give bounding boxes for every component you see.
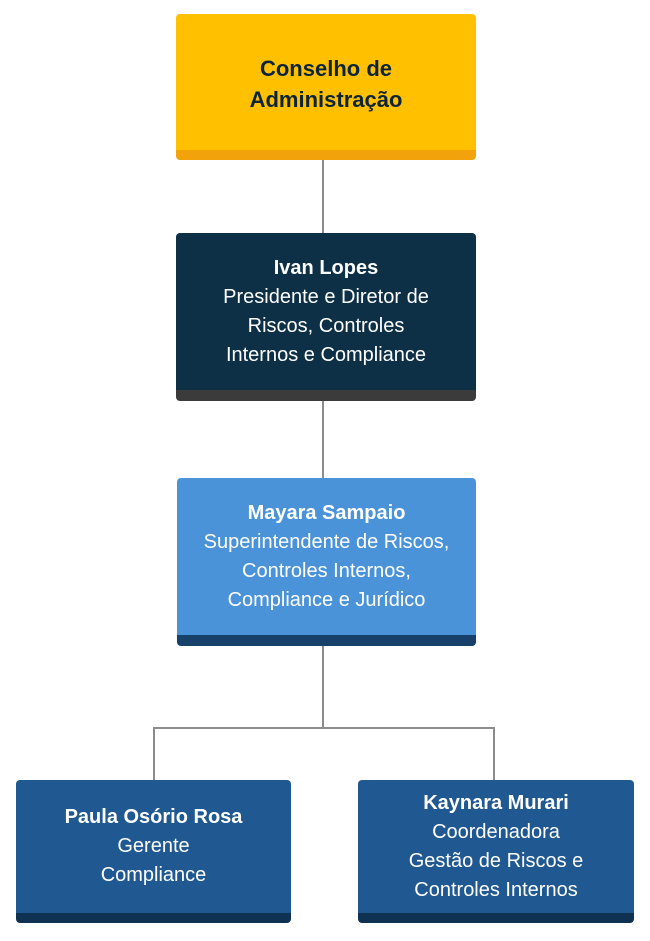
- board-title-line-2: Administração: [249, 87, 403, 112]
- coordinator-box: Kaynara Murari Coordenadora Gestão de Ri…: [358, 780, 634, 923]
- superintendent-name: Mayara Sampaio: [247, 501, 406, 524]
- president-box: Ivan Lopes Presidente e Diretor de Risco…: [176, 233, 476, 401]
- president-name: Ivan Lopes: [273, 256, 379, 279]
- president-role-line-3: Internos e Compliance: [225, 343, 427, 366]
- connector-president-superintendent: [322, 401, 324, 478]
- manager-box: Paula Osório Rosa Gerente Compliance: [16, 780, 291, 923]
- superintendent-role-line-3: Compliance e Jurídico: [227, 588, 426, 611]
- connector-branch-manager: [153, 727, 155, 780]
- superintendent-box: Mayara Sampaio Superintendente de Riscos…: [177, 478, 476, 646]
- coordinator-name: Kaynara Murari: [423, 791, 569, 814]
- coordinator-role-line-3: Controles Internos: [414, 878, 578, 901]
- president-role-line-1: Presidente e Diretor de: [223, 285, 429, 308]
- board-title-line-1: Conselho de: [259, 56, 392, 81]
- connector-branch-horizontal: [153, 727, 495, 729]
- board-box: Conselho de Administração: [176, 14, 476, 160]
- connector-board-president: [322, 160, 324, 233]
- superintendent-role-line-2: Controles Internos,: [242, 559, 411, 582]
- superintendent-role-line-1: Superintendente de Riscos,: [203, 530, 450, 553]
- connector-branch-coordinator: [493, 727, 495, 780]
- manager-name: Paula Osório Rosa: [64, 806, 243, 828]
- manager-role-line-1: Gerente: [117, 835, 190, 857]
- connector-superintendent-branch: [322, 646, 324, 728]
- president-role-line-2: Riscos, Controles: [247, 314, 405, 337]
- coordinator-role-line-1: Coordenadora: [432, 820, 560, 843]
- coordinator-role-line-2: Gestão de Riscos e: [408, 849, 584, 872]
- manager-role-line-2: Compliance: [100, 864, 207, 886]
